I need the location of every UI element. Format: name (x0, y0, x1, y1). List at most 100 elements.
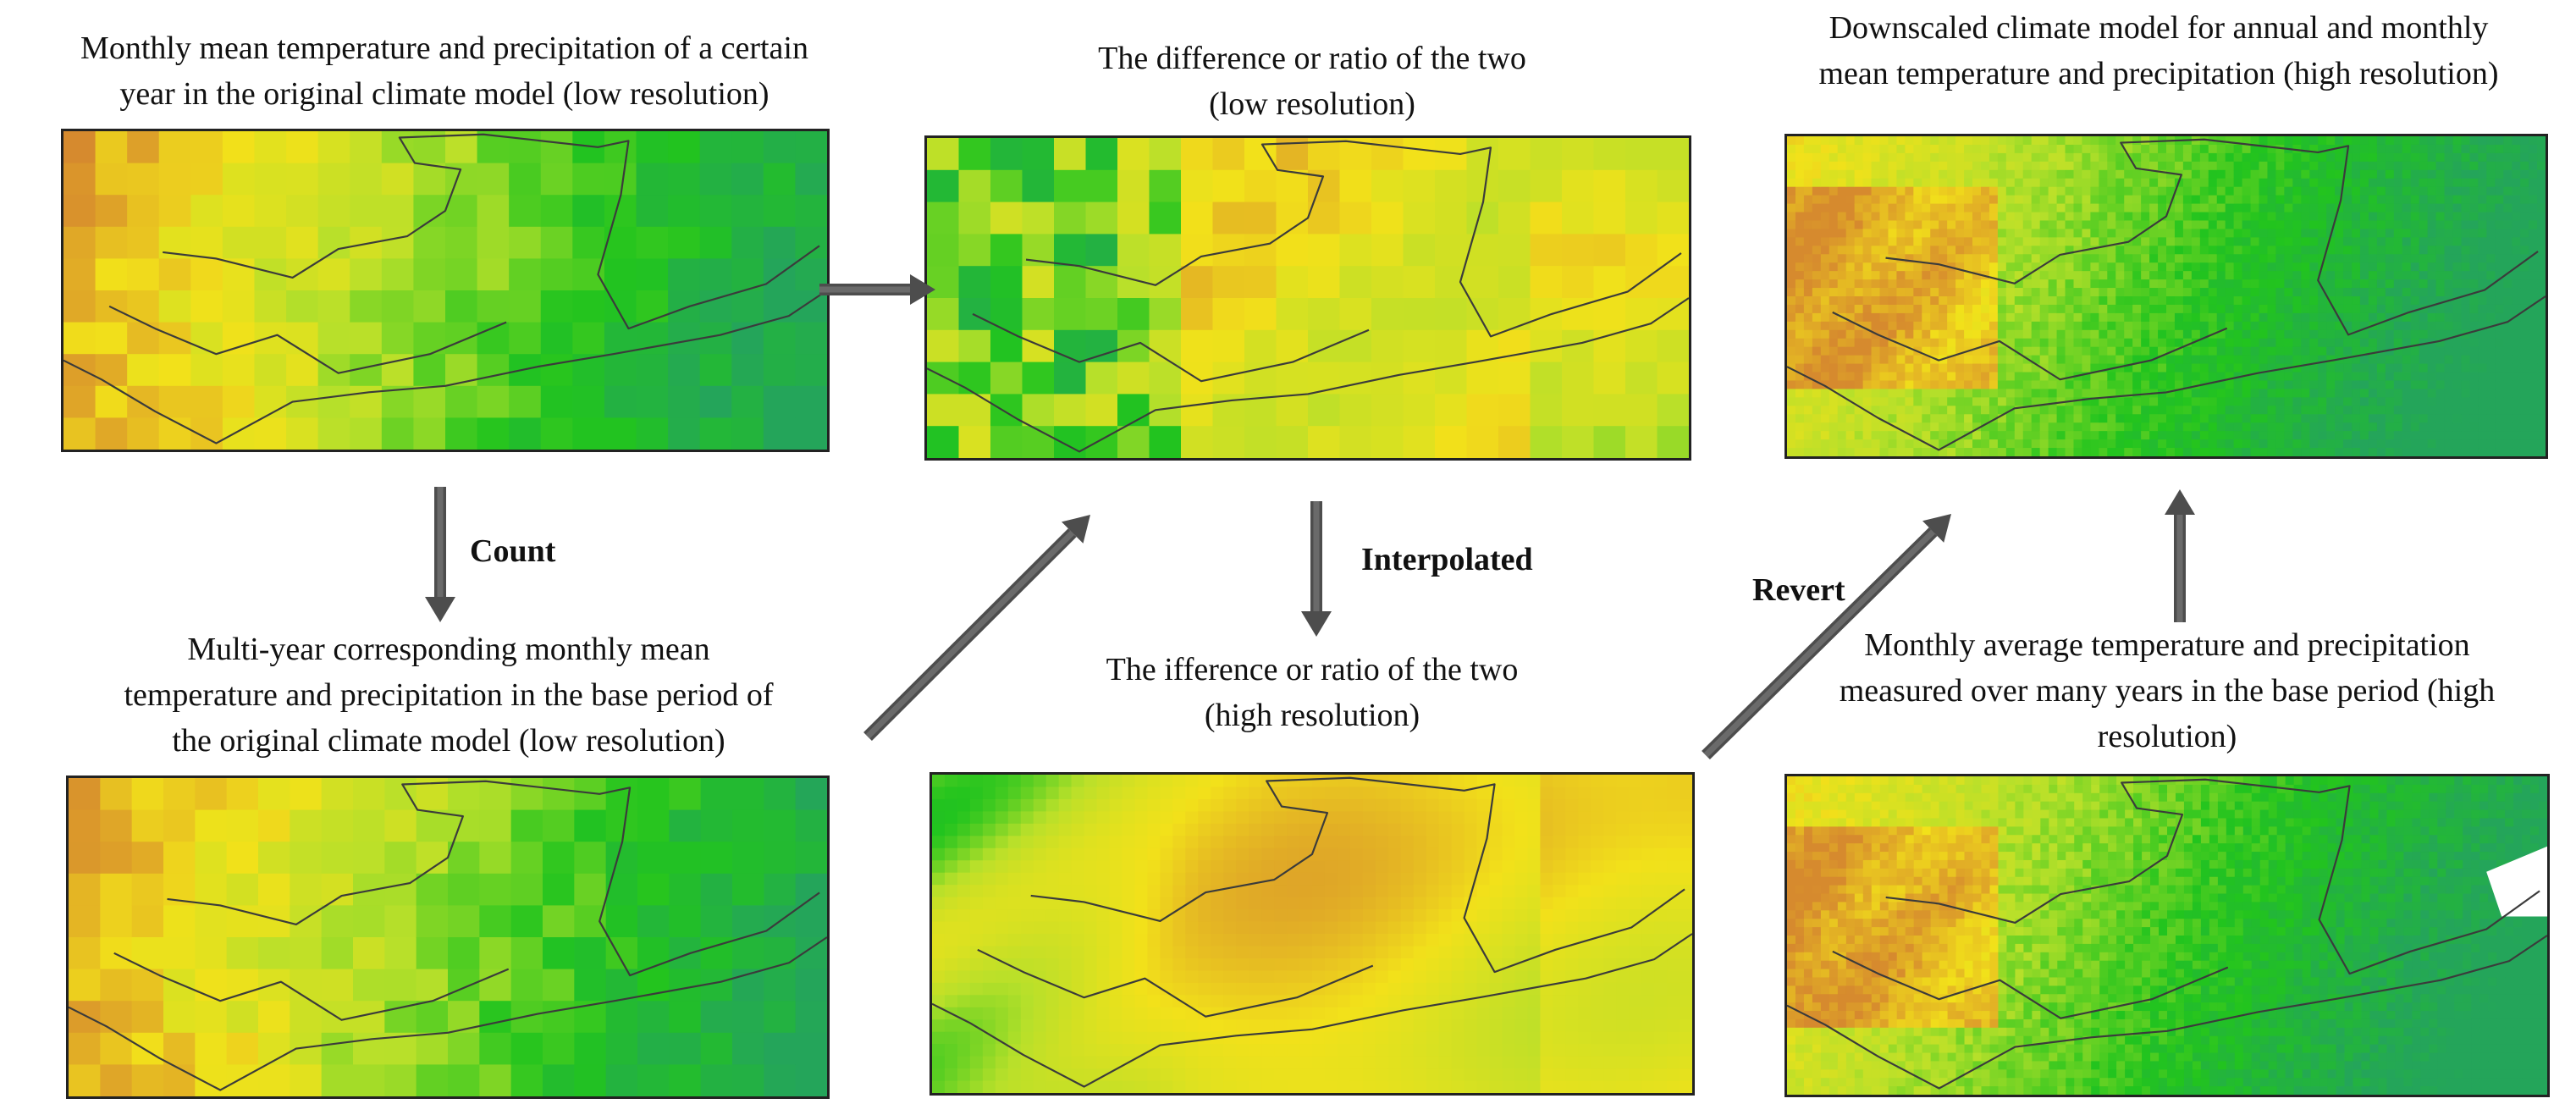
grid-cell (1913, 312, 1922, 323)
grid-cell (1308, 426, 1341, 458)
grid-cell (1980, 186, 1990, 196)
grid-cell (969, 836, 984, 849)
grid-cell (1972, 186, 1982, 196)
grid-cell (1879, 262, 1889, 272)
grid-cell (731, 195, 764, 228)
grid-cell (540, 131, 573, 164)
grid-cell (2174, 363, 2184, 373)
grid-cell (2250, 195, 2260, 205)
grid-cell (1562, 426, 1595, 458)
grid-cell (1820, 186, 1830, 196)
grid-cell (2090, 372, 2099, 382)
grid-cell (226, 1064, 259, 1096)
grid-cell (1371, 329, 1404, 363)
grid-cell (1787, 321, 1796, 331)
grid-cell (1198, 1080, 1211, 1093)
grid-cell (1058, 970, 1073, 984)
grid-cell (2452, 363, 2463, 373)
grid-cell (1084, 860, 1098, 874)
grid-cell (1498, 362, 1531, 395)
grid-cell (1947, 338, 1956, 348)
grid-cell (2039, 389, 2049, 398)
grid-cell (2495, 372, 2504, 382)
grid-cell (1339, 266, 1372, 299)
grid-cell (1972, 312, 1982, 323)
grid-cell (1888, 321, 1898, 331)
grid-cell (2343, 389, 2353, 398)
grid-cell (1879, 363, 1889, 373)
grid-cell (1185, 798, 1199, 812)
grid-cell (1308, 138, 1341, 171)
grid-cell (1955, 246, 1965, 255)
grid-cell (2495, 254, 2504, 263)
grid-cell (2309, 246, 2319, 255)
grid-cell (2182, 422, 2193, 432)
grid-cell (1299, 934, 1313, 947)
grid-cell (2233, 329, 2243, 339)
grid-cell (2174, 355, 2184, 365)
grid-cell (1803, 338, 1813, 348)
grid-cell (1787, 229, 1796, 238)
grid-cell (2056, 161, 2066, 171)
grid-cell (1109, 811, 1123, 825)
grid-cell (2014, 355, 2024, 365)
grid-cell (1172, 811, 1186, 825)
grid-cell (1020, 860, 1034, 874)
grid-cell (2250, 372, 2260, 382)
grid-cell (2427, 212, 2437, 222)
grid-cell (2301, 321, 2310, 331)
grid-cell (1829, 312, 1839, 323)
grid-cell (732, 937, 764, 970)
grid-cell (2376, 329, 2386, 339)
grid-cell (2233, 271, 2243, 280)
grid-cell (2124, 161, 2133, 171)
grid-cell (2039, 212, 2049, 222)
grid-cell (1122, 787, 1136, 800)
grid-cell (2503, 195, 2513, 205)
grid-cell (63, 258, 97, 291)
grid-cell (1896, 220, 1906, 230)
grid-cell (1972, 321, 1982, 331)
grid-cell (1033, 946, 1047, 959)
grid-cell (2022, 397, 2033, 406)
grid-cell (1022, 298, 1055, 331)
grid-cell (1223, 897, 1237, 910)
grid-cell (2520, 178, 2529, 188)
grid-cell (2267, 380, 2277, 390)
grid-cell (127, 195, 160, 228)
grid-cell (2520, 389, 2529, 398)
grid-cell (2250, 380, 2260, 390)
grid-cell (2368, 296, 2378, 306)
grid-cell (1997, 304, 2007, 314)
grid-cell (1922, 144, 1931, 154)
grid-cell (1147, 946, 1161, 959)
grid-cell (2048, 288, 2058, 297)
grid-cell (2444, 389, 2454, 398)
grid-cell (2056, 389, 2066, 398)
grid-cell (2309, 229, 2319, 238)
grid-cell (1913, 448, 1922, 456)
grid-cell (448, 937, 480, 970)
grid-cell (2039, 448, 2049, 456)
grid-cell (2512, 397, 2521, 406)
grid-cell (540, 195, 573, 228)
grid-cell (2149, 296, 2159, 306)
grid-cell (2435, 329, 2446, 339)
grid-cell (1862, 237, 1873, 246)
grid-cell (158, 131, 191, 164)
grid-cell (2191, 262, 2201, 272)
grid-cell (2014, 237, 2024, 246)
grid-cell (1972, 397, 1982, 406)
grid-cell (2512, 448, 2521, 456)
grid-cell (1888, 203, 1898, 213)
grid-cell (2250, 220, 2260, 230)
grid-cell (957, 995, 971, 1008)
grid-cell (1972, 279, 1982, 289)
grid-cell (1930, 178, 1939, 188)
grid-cell (95, 226, 128, 259)
grid-cell (2512, 389, 2521, 398)
grid-cell (1879, 136, 1889, 146)
grid-cell (2233, 203, 2243, 213)
grid-cell (2124, 144, 2133, 154)
grid-cell (2376, 414, 2386, 423)
